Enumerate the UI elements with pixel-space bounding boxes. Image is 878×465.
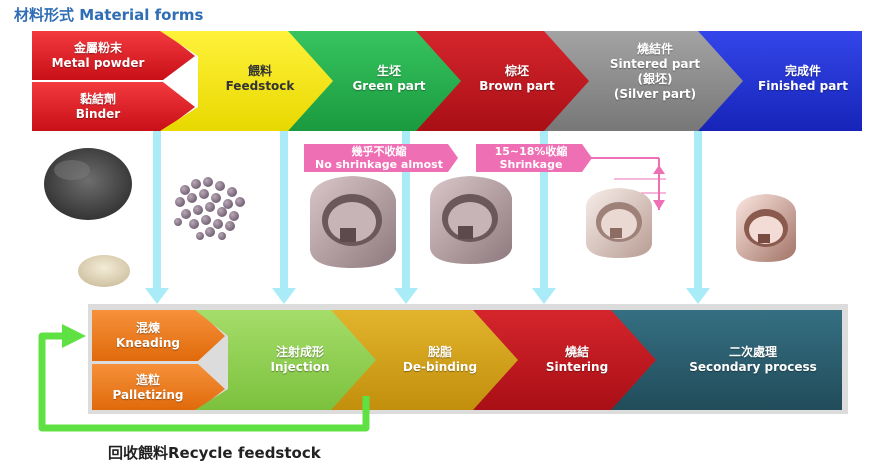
stage-binder	[32, 82, 195, 131]
stage-metal-powder	[32, 31, 195, 80]
stage-de-binding	[331, 310, 520, 410]
finished-part-image	[736, 194, 796, 262]
stage-sintered-part	[544, 31, 745, 131]
stage-brown-part	[416, 31, 591, 131]
stage-sintering	[473, 310, 658, 410]
recycle-loop	[38, 332, 370, 432]
process-band	[88, 304, 848, 414]
metal-powder-pile-image	[44, 148, 132, 220]
feedstock-pellets-image	[174, 177, 245, 240]
stage-secondary-process	[611, 310, 842, 410]
stage-injection	[195, 310, 378, 410]
diagram-title: 材料形式 Material forms	[14, 6, 204, 24]
recycle-feedstock-label: 回收餵料Recycle feedstock	[108, 444, 321, 462]
stage-finished-part	[698, 31, 862, 131]
stage-kneading	[92, 310, 225, 361]
shrinkage-arrows	[304, 144, 666, 210]
stage-green-part	[288, 31, 463, 131]
binder-pile-image	[78, 255, 130, 287]
brown-part-image	[430, 176, 512, 264]
sintered-part-image	[586, 188, 652, 258]
connectors	[145, 131, 710, 304]
green-part-image	[310, 176, 396, 268]
stage-palletizing	[92, 364, 225, 410]
material-forms-band	[32, 31, 862, 131]
no-shrinkage-arrow	[304, 144, 458, 172]
stage-feedstock	[160, 31, 335, 131]
recycle-arrowhead	[62, 324, 86, 348]
shrinkage-arrow	[476, 144, 592, 172]
